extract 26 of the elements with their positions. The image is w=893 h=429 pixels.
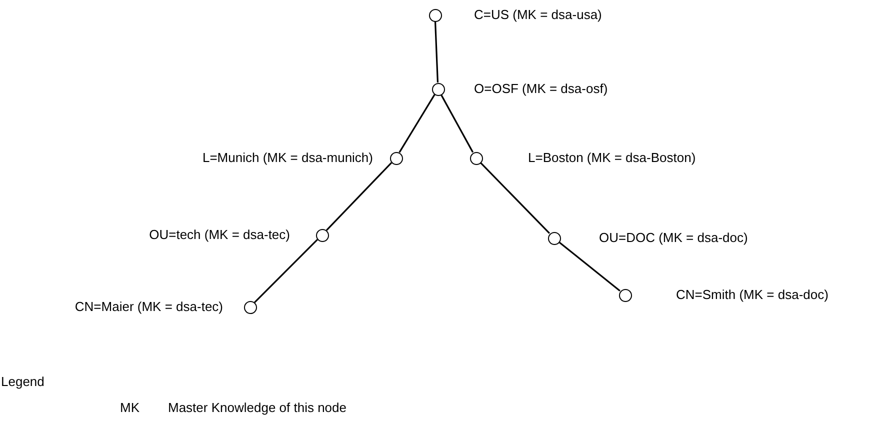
node-label: L=Munich (MK = dsa-munich) [202, 150, 373, 166]
node-label: CN=Maier (MK = dsa-tec) [74, 299, 223, 315]
tree-node-circle [618, 288, 632, 302]
node-label: C=US (MK = dsa-usa) [474, 7, 602, 23]
tree-branch-line [480, 162, 550, 234]
tree-branch-line [398, 94, 436, 153]
node-label: L=Boston (MK = dsa-Boston) [528, 150, 696, 166]
node-label: OU=tech (MK = dsa-tec) [149, 227, 290, 243]
tree-branch-line [254, 239, 318, 303]
tree-branch-line [434, 21, 439, 83]
legend-key: MK [120, 400, 140, 416]
tree-branch-line [440, 94, 474, 153]
node-label: OU=DOC (MK = dsa-doc) [599, 230, 748, 246]
tree-node-circle [390, 152, 402, 164]
tree-node-circle [316, 228, 328, 242]
node-label: O=OSF (MK = dsa-osf) [474, 81, 608, 97]
tree-node-circle [548, 232, 560, 244]
tree-node-circle [432, 82, 444, 96]
tree-branch-line [558, 241, 620, 292]
tree-node-circle [428, 8, 442, 22]
legend-description: Master Knowledge of this node [168, 400, 346, 416]
tree-node-circle [244, 300, 256, 314]
tree-node-circle [470, 152, 482, 164]
tree-branch-line [326, 162, 392, 231]
node-label: CN=Smith (MK = dsa-doc) [676, 287, 828, 303]
legend-heading: Legend [1, 374, 44, 390]
